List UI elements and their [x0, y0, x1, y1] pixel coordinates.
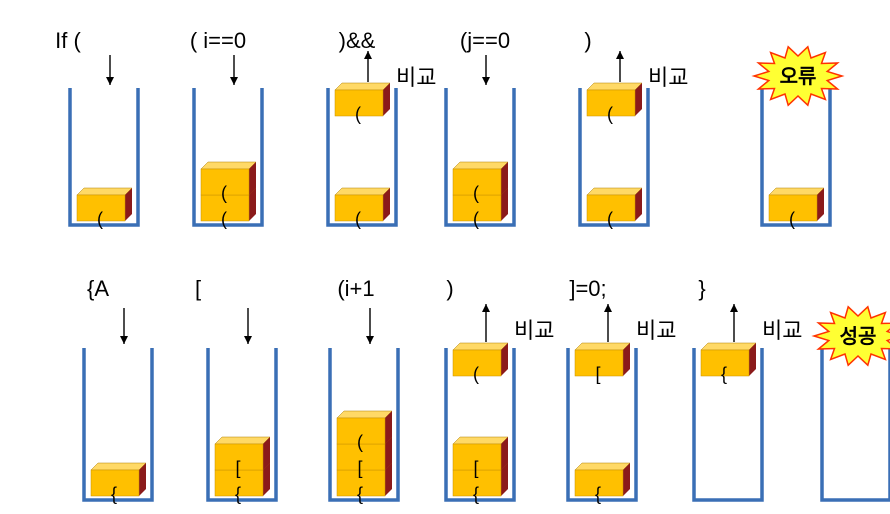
stack-box: [	[452, 436, 509, 478]
pop-arrow	[482, 304, 490, 342]
stack-1-2: ( i==0 ( (	[190, 28, 264, 229]
compare-label: 비교	[648, 65, 688, 90]
stack-1-1: If ( (	[55, 28, 140, 229]
stack-box: [	[214, 436, 271, 478]
stack-box: (	[336, 410, 393, 452]
stack-item-char: (	[357, 432, 363, 452]
stack-container	[206, 348, 278, 502]
token-label: (i+1	[337, 276, 374, 301]
token-label: ( i==0	[190, 28, 246, 53]
stack-box: (	[76, 187, 133, 229]
stack-item-char: {	[595, 484, 601, 504]
push-arrow	[106, 55, 114, 85]
stack-box: (	[586, 187, 643, 229]
stack-1-3: )&& ( ( 비교	[326, 28, 436, 229]
result-label: 오류	[780, 66, 817, 88]
popped-box: {	[700, 342, 757, 384]
push-arrow	[244, 308, 252, 344]
result-label: 성공	[840, 325, 877, 348]
stack-1-6: ( 오류	[751, 45, 845, 229]
stack-item-char: (	[473, 209, 479, 229]
compare-label: 비교	[514, 318, 554, 343]
stack-box: (	[452, 161, 509, 203]
stack-item-char: {	[721, 364, 727, 384]
stack-2-5: ]=0; { [ 비교	[566, 276, 676, 504]
push-arrow	[230, 55, 238, 85]
push-arrow	[366, 308, 374, 344]
pop-arrow	[616, 51, 624, 82]
token-label: If (	[55, 28, 81, 53]
pop-arrow	[730, 304, 738, 342]
stack-2-6: } { 비교	[692, 276, 802, 502]
stack-container	[566, 348, 638, 502]
stack-1-4: (j==0 ( (	[444, 28, 516, 229]
stack-item-char: (	[473, 183, 479, 203]
stack-item-char: (	[355, 104, 361, 124]
stack-item-char: (	[607, 104, 613, 124]
stack-1-5: ) ( ( 비교	[578, 28, 688, 229]
stack-item-char: [	[595, 364, 600, 384]
row-1: If ( ( ( i==0 ( ( )&& ( ( 비교 (j==0 ( () ( ( 비교 ( 오류	[55, 28, 845, 229]
stack-container	[444, 88, 516, 227]
stack-2-7: 성공	[811, 305, 890, 502]
token-label: ]=0;	[569, 276, 606, 301]
push-arrow	[120, 308, 128, 344]
token-label: )	[584, 28, 591, 53]
popped-box: [	[574, 342, 631, 384]
stack-2-2: [ { [	[195, 276, 278, 504]
pop-arrow	[364, 51, 372, 82]
token-label: }	[698, 276, 705, 301]
stack-item-char: {	[235, 484, 241, 504]
token-label: )&&	[339, 28, 376, 53]
stack-container	[760, 88, 832, 227]
popped-box: (	[586, 82, 643, 124]
stack-item-char: [	[235, 458, 240, 478]
stack-item-char: {	[111, 484, 117, 504]
compare-label: 비교	[396, 65, 436, 90]
stack-item-char: [	[473, 458, 478, 478]
stack-container	[68, 88, 140, 227]
stack-container	[444, 348, 516, 502]
stack-box: (	[200, 161, 257, 203]
stack-item-char: (	[97, 209, 103, 229]
stack-item-char: (	[789, 209, 795, 229]
push-arrow	[482, 55, 490, 85]
token-label: {A	[87, 276, 109, 301]
stack-container	[578, 88, 650, 227]
pop-arrow	[604, 304, 612, 342]
stack-box: {	[90, 462, 147, 504]
stack-container	[328, 348, 400, 502]
token-label: (j==0	[460, 28, 510, 53]
stack-container	[192, 88, 264, 227]
stack-item-char: (	[221, 209, 227, 229]
stack-container	[82, 348, 154, 502]
stack-container	[326, 88, 398, 227]
stack-item-char: (	[473, 364, 479, 384]
stack-2-4: ) { [ ( 비교	[444, 276, 554, 504]
stack-item-char: (	[607, 209, 613, 229]
stack-box: {	[574, 462, 631, 504]
compare-label: 비교	[762, 318, 802, 343]
stack-item-char: (	[221, 183, 227, 203]
stack-container	[820, 348, 890, 502]
stack-item-char: {	[357, 484, 363, 504]
stack-2-3: (i+1 { [ (	[328, 276, 400, 504]
compare-label: 비교	[636, 318, 676, 343]
token-label: [	[195, 276, 201, 301]
token-label: )	[446, 276, 453, 301]
stack-box: (	[334, 187, 391, 229]
stack-item-char: {	[473, 484, 479, 504]
popped-box: (	[334, 82, 391, 124]
stack-item-char: [	[357, 458, 362, 478]
result-burst: 오류	[751, 45, 845, 107]
row-2: {A { [ { [ (i+1 { [ () { [ ( 비교 ]=0; { [ 비교} { 비교 성공	[82, 276, 890, 504]
stack-item-char: (	[355, 209, 361, 229]
stack-container	[692, 348, 764, 502]
stack-2-1: {A {	[82, 276, 154, 504]
popped-box: (	[452, 342, 509, 384]
result-burst: 성공	[811, 305, 890, 367]
stack-box: (	[768, 187, 825, 229]
